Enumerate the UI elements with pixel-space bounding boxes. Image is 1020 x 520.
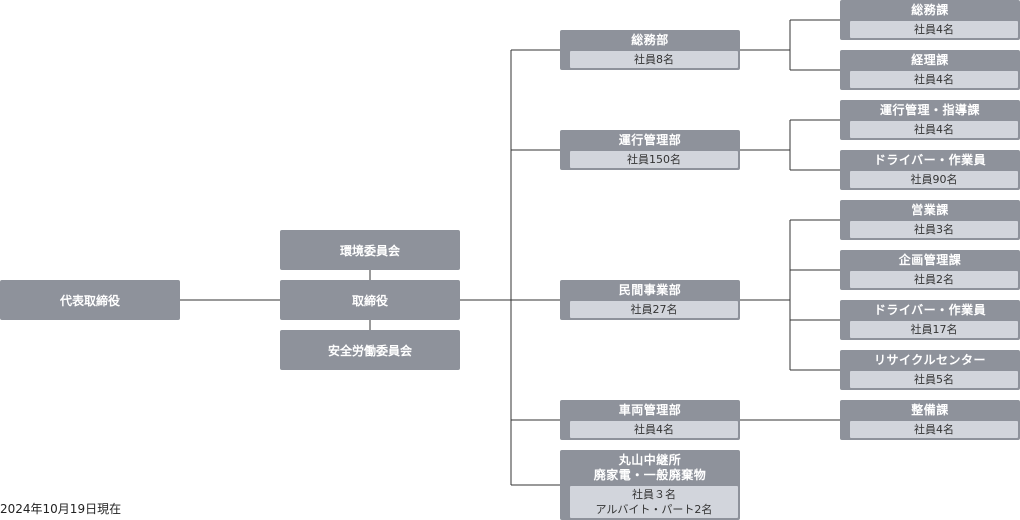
- section-staff: 社員4名: [850, 421, 1018, 438]
- department-staff: 社員27名: [570, 301, 738, 318]
- environment-committee-label: 環境委員会: [339, 243, 400, 258]
- section-name: 運行管理・指導課: [879, 103, 980, 117]
- section-box-keiri-ka: 経理課 社員4名: [840, 50, 1020, 90]
- safety-committee-box: 安全労働委員会: [280, 330, 460, 370]
- section-name: 営業課: [911, 203, 949, 217]
- department-box-minkan: 民間事業部 社員27名: [560, 280, 740, 320]
- department-box-sharyo: 車両管理部 社員4名: [560, 400, 740, 440]
- section-box-kikaku-ka: 企画管理課 社員2名: [840, 250, 1020, 290]
- section-name: 企画管理課: [898, 253, 962, 267]
- section-box-recycle-center: リサイクルセンター 社員5名: [840, 350, 1020, 390]
- department-name: 総務部: [631, 33, 669, 47]
- department-staff: 社員4名: [570, 421, 738, 438]
- department-box-maruyama: 丸山中継所 廃家電・一般廃棄物 社員３名 アルバイト・パート2名: [560, 450, 740, 520]
- department-staff: 社員8名: [570, 51, 738, 68]
- department-name: 車両管理部: [618, 403, 682, 417]
- department-name: 運行管理部: [618, 133, 682, 147]
- section-box-seibi-ka: 整備課 社員4名: [840, 400, 1020, 440]
- section-staff: 社員4名: [850, 21, 1018, 38]
- department-box-unko: 運行管理部 社員150名: [560, 130, 740, 170]
- department-box-soumu: 総務部 社員8名: [560, 30, 740, 70]
- section-name: 整備課: [911, 403, 949, 417]
- section-staff: 社員4名: [850, 121, 1018, 138]
- section-staff: 社員4名: [850, 71, 1018, 88]
- board-label: 取締役: [351, 293, 388, 308]
- safety-committee-label: 安全労働委員会: [327, 343, 412, 358]
- section-staff: 社員90名: [850, 171, 1018, 188]
- section-name: 経理課: [911, 53, 949, 67]
- section-staff: 社員2名: [850, 271, 1018, 288]
- section-staff: 社員3名: [850, 221, 1018, 238]
- environment-committee-box: 環境委員会: [280, 230, 460, 270]
- section-name: ドライバー・作業員: [873, 153, 987, 167]
- ceo-box: 代表取締役: [0, 280, 180, 320]
- department-name: 民間事業部: [618, 283, 682, 297]
- section-name: ドライバー・作業員: [873, 303, 987, 317]
- section-box-unko-shido-ka: 運行管理・指導課 社員4名: [840, 100, 1020, 140]
- section-staff: 社員5名: [850, 371, 1018, 388]
- section-box-driver-unko: ドライバー・作業員 社員90名: [840, 150, 1020, 190]
- section-name: 総務課: [911, 3, 949, 17]
- ceo-label: 代表取締役: [59, 293, 120, 308]
- department-name: 丸山中継所 廃家電・一般廃棄物: [593, 453, 707, 482]
- as-of-date-note: 2024年10月19日現在: [0, 502, 122, 516]
- department-staff: 社員３名 アルバイト・パート2名: [570, 486, 738, 518]
- section-name: リサイクルセンター: [874, 353, 986, 367]
- section-box-eigyo-ka: 営業課 社員3名: [840, 200, 1020, 240]
- board-box: 取締役: [280, 280, 460, 320]
- section-box-soumu-ka: 総務課 社員4名: [840, 0, 1020, 40]
- section-box-driver-minkan: ドライバー・作業員 社員17名: [840, 300, 1020, 340]
- department-staff: 社員150名: [570, 151, 738, 168]
- section-staff: 社員17名: [850, 321, 1018, 338]
